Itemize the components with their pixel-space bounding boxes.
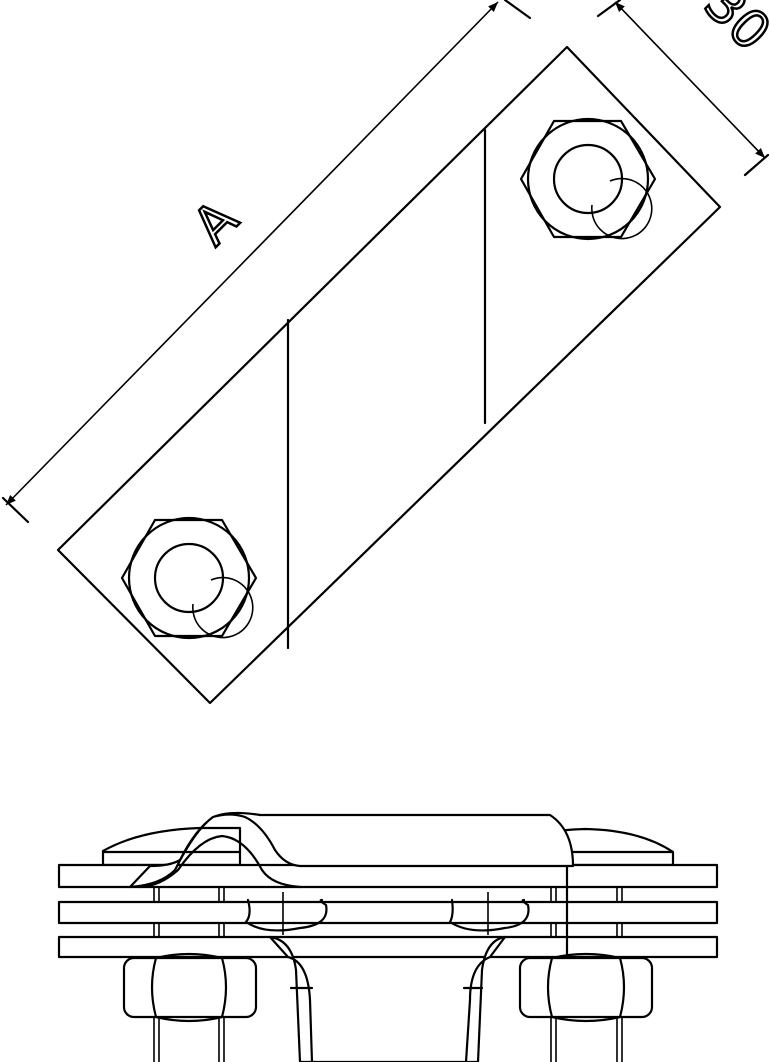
weld — [448, 898, 530, 932]
u-strap — [268, 935, 507, 1062]
dimension-30: 30 — [596, 0, 770, 177]
hex-nut-top-view — [120, 516, 258, 640]
plate-3 — [57, 935, 719, 959]
hex-nut-side-view — [518, 952, 654, 1023]
hex-nut-side-view — [122, 952, 258, 1023]
dimension-label-30: 30 — [692, 0, 770, 63]
left-cap — [101, 826, 242, 867]
weld — [244, 898, 328, 932]
hex-nut-top-view — [519, 117, 657, 241]
dimension-a: A — [1, 0, 532, 524]
top-view: A 30 — [1, 0, 770, 705]
dimension-label-a: A — [182, 189, 250, 257]
plate-2 — [57, 900, 719, 925]
clamp-plate-outline — [56, 45, 722, 705]
side-view — [57, 811, 719, 1062]
arch-strap — [128, 811, 575, 889]
